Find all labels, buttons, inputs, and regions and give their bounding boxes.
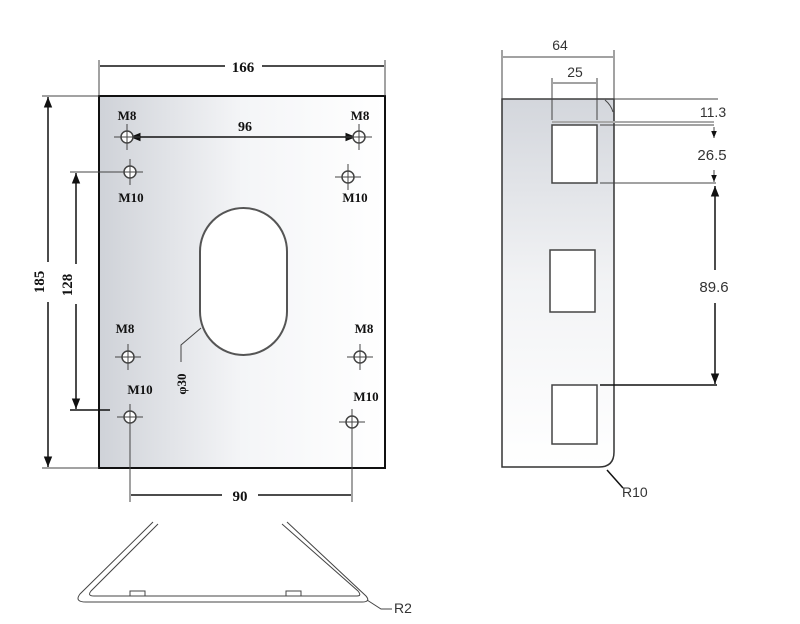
center-slot [199,207,288,356]
side-slot [551,384,598,445]
bottom-view: R2 [77,521,412,616]
hole-m8-lower-left [115,344,141,370]
hole-label: M8 [355,321,374,336]
hole-label: M10 [127,382,152,397]
hole-m10-upper-right [335,164,361,190]
dim-slot-height-26-5: 26.5 [697,147,726,164]
hole-m10-bottom-right [339,409,365,435]
front-view: 166 185 128 96 90 [32,60,386,505]
hole-label: M8 [118,108,137,123]
hole-m8-top-left [114,124,140,150]
dim-hole-spacing-90: 90 [129,430,353,505]
dim-hole-spacing-128: 128 [60,171,120,411]
bracket-profile-inner [89,523,361,597]
hole-label: M10 [353,389,378,404]
hole-m10-bottom-left [117,404,143,430]
hole-label: M10 [118,190,143,205]
dim-label: 96 [238,120,252,135]
dim-width-64: 64 [552,37,568,53]
dim-slot-30: φ30 [174,327,202,395]
hole-m8-lower-right [347,344,373,370]
dim-slot-pitch-89-6: 89.6 [699,279,728,296]
dim-height-185: 185 [32,95,99,469]
dim-label: 128 [60,274,76,297]
dim-radius-r2: R2 [394,600,412,616]
bracket-profile-outer [77,521,369,603]
hole-label: M10 [342,190,367,205]
dim-label: 90 [233,489,248,505]
dim-label: 185 [32,271,48,294]
dim-radius-r10: R10 [622,484,648,500]
side-slot [549,249,596,313]
dim-width-166: 166 [98,60,386,96]
dim-label: 166 [232,60,255,76]
dim-label: φ30 [174,373,189,394]
dim-hole-spacing-96: 96 [130,120,356,142]
hole-label: M8 [351,108,370,123]
hole-label: M8 [116,321,135,336]
side-view: 64 25 11.3 26.5 89.6 R10 [501,37,729,500]
hole-m10-upper-left [117,159,143,185]
side-slot [551,124,598,184]
dim-top-offset-11-3: 11.3 [700,104,726,120]
hole-m8-top-right [346,124,372,150]
dim-slot-width-25: 25 [567,64,583,80]
